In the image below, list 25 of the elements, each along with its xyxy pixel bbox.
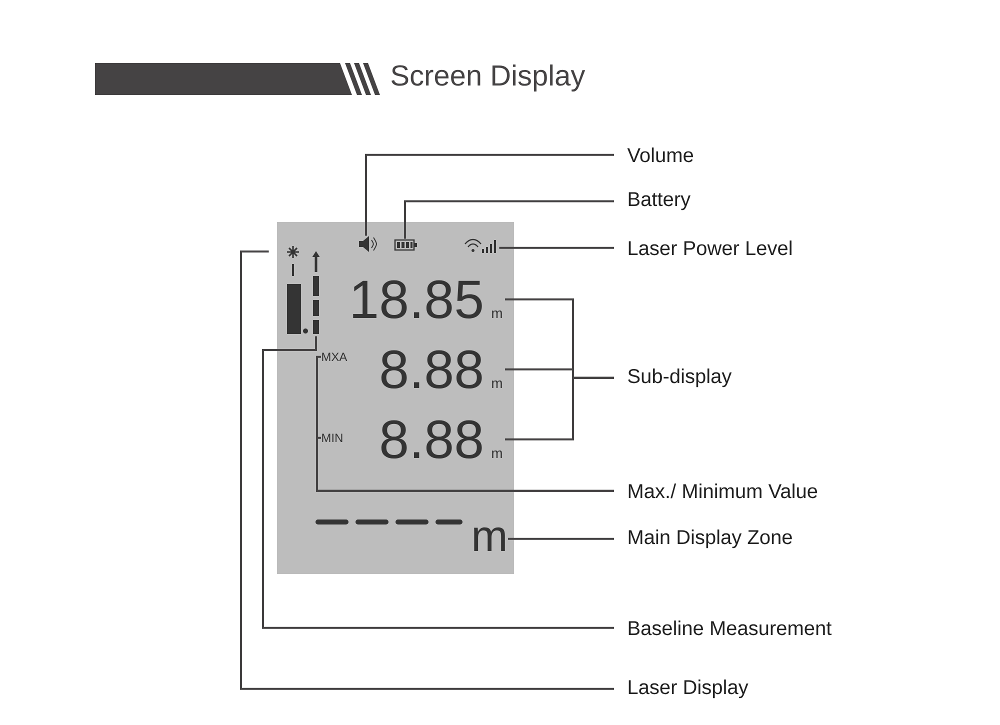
- callout-label: Battery: [628, 192, 691, 210]
- leader-line: [240, 250, 614, 690]
- unit-symbol: m: [474, 527, 505, 551]
- callout-label: Max./ Minimum Value: [628, 484, 818, 498]
- lcd-tag: MXA: [322, 352, 348, 361]
- leader-line: [262, 336, 614, 629]
- leader-line: [499, 246, 614, 249]
- title: Screen Display: [392, 64, 586, 92]
- speaker-icon: [359, 236, 377, 252]
- leader-line: [316, 419, 614, 492]
- callout-label: Sub-display: [628, 368, 732, 388]
- leader-line: [508, 538, 614, 540]
- leader-line: [505, 376, 614, 440]
- signal-icon: [464, 238, 496, 253]
- callout-label: Laser Power Level: [628, 240, 792, 256]
- callout-label: Main Display Zone: [628, 530, 792, 548]
- lcd-tag: MIN: [322, 434, 342, 442]
- callout-label: Baseline Measurement: [628, 620, 832, 636]
- callout-label: Volume: [627, 148, 694, 162]
- lcd-screen: [277, 222, 514, 574]
- laser-icon: [286, 245, 308, 334]
- battery-icon: [394, 239, 417, 251]
- callout-label: Laser Display: [628, 680, 748, 698]
- leader-line: [365, 154, 614, 236]
- leader-line: [404, 200, 614, 239]
